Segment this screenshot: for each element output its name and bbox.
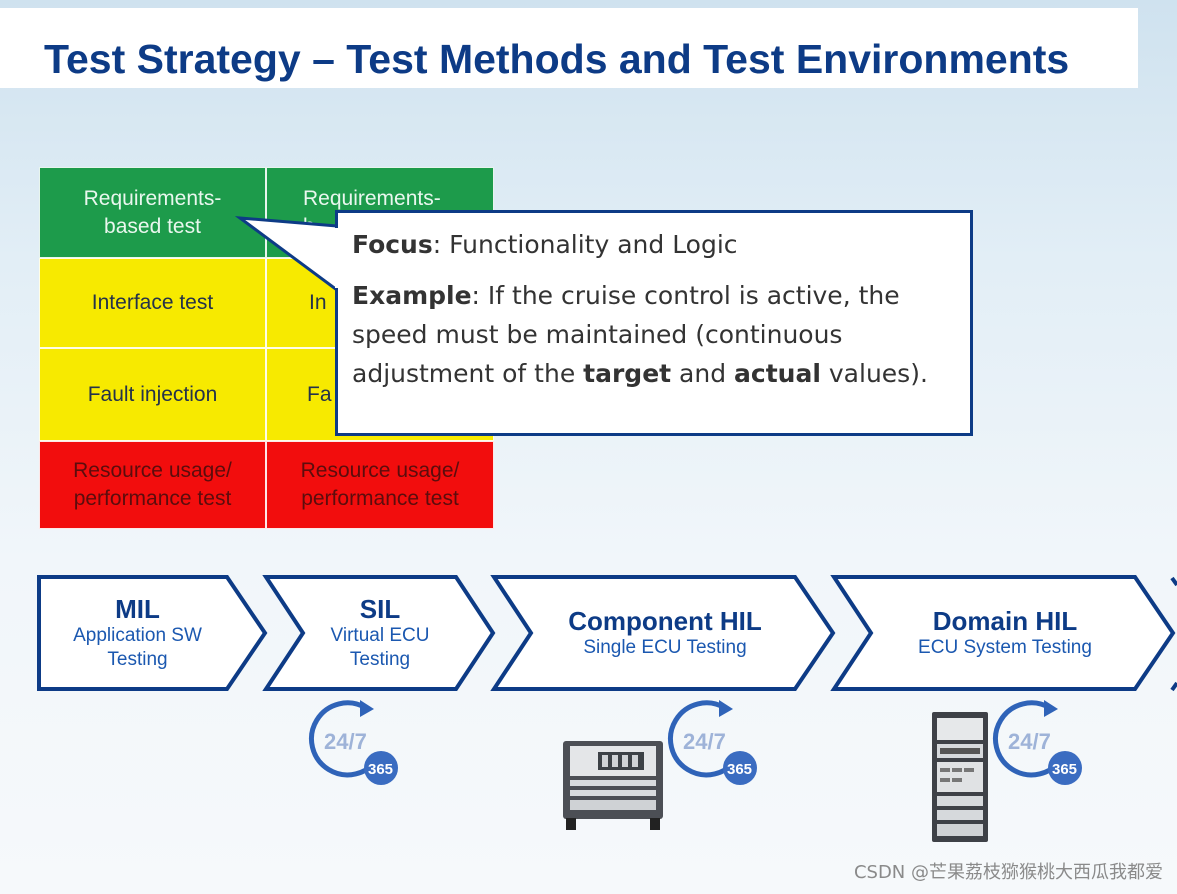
badge-main-text: 24/7 <box>324 729 367 754</box>
example-paragraph: Example: If the cruise control is active… <box>352 276 962 393</box>
chevron-domain-hil <box>830 575 1176 691</box>
pointer-join <box>335 228 339 288</box>
chevron-mil <box>37 575 268 691</box>
example-text-3: values). <box>820 359 928 388</box>
chevron-sil <box>262 575 496 691</box>
focus-line: Focus: Functionality and Logic <box>352 225 962 264</box>
stage-mil: MIL Application SW Testing <box>55 594 220 672</box>
focus-text: : Functionality and Logic <box>432 230 738 259</box>
target-word: target <box>583 359 672 388</box>
cell-text: Interface test <box>91 291 214 314</box>
actual-word: actual <box>734 359 821 388</box>
example-label: Example <box>352 281 472 310</box>
badge-small-text: 365 <box>368 761 393 778</box>
chevron-component-hil <box>490 575 836 691</box>
page-title: Test Strategy – Test Methods and Test En… <box>44 36 1070 82</box>
cell-text: In <box>309 291 327 314</box>
cell-text: Fa <box>307 382 332 406</box>
callout-text: Focus: Functionality and Logic Example: … <box>352 225 962 393</box>
hil-cabinet-icon <box>932 712 988 842</box>
focus-label: Focus <box>352 230 433 259</box>
stage-title: Domain HIL <box>932 606 1078 636</box>
title-bar: Test Strategy – Test Methods and Test En… <box>0 8 1138 88</box>
badge-small-text: 365 <box>727 761 752 778</box>
cell-text: Resource usage/ performance test <box>300 459 460 510</box>
availability-247-icon-3: 24/7 365 <box>995 700 1082 785</box>
cell-text: Fault injection <box>87 382 218 406</box>
stage-subtitle: Application SW Testing <box>73 625 202 670</box>
chevron-next-edge <box>1170 576 1177 587</box>
example-text-1: : If the cruise control is active, the s… <box>352 281 900 388</box>
matrix-cell-interface: Interface test <box>39 258 266 348</box>
example-text-2: and <box>671 359 735 388</box>
stage-component-hil: Component HIL Single ECU Testing <box>540 606 790 660</box>
stage-title: Component HIL <box>568 606 762 636</box>
stage-subtitle: Single ECU Testing <box>583 637 747 658</box>
stage-title: MIL <box>115 594 160 624</box>
badge-main-text: 24/7 <box>683 729 726 754</box>
stage-sil: SIL Virtual ECU Testing <box>300 594 460 672</box>
badge-main-text: 24/7 <box>1008 729 1051 754</box>
availability-247-icon-2: 24/7 365 <box>670 700 757 785</box>
callout-box: Focus: Functionality and Logic Example: … <box>335 210 973 436</box>
cell-text: Resource usage/ performance test <box>73 459 232 510</box>
matrix-cell-resource-usage: Resource usage/ performance test <box>39 441 266 529</box>
stage-subtitle: Virtual ECU Testing <box>330 625 430 670</box>
stage-subtitle: ECU System Testing <box>918 637 1092 658</box>
stage-title: SIL <box>359 594 401 624</box>
matrix-cell-requirements-based: Requirements- based test <box>39 167 266 258</box>
cell-text: Requirements- based test <box>83 186 222 238</box>
badge-small-text: 365 <box>1052 761 1077 778</box>
hil-rack-icon <box>563 741 663 830</box>
chevron-next-edge-2 <box>1170 681 1177 692</box>
availability-247-icon: 24/7 365 <box>311 700 398 785</box>
watermark: CSDN @芒果荔枝猕猴桃大西瓜我都爱 <box>853 862 1163 883</box>
matrix-cell-fault-injection: Fault injection <box>39 348 266 441</box>
stage-domain-hil: Domain HIL ECU System Testing <box>880 606 1130 660</box>
matrix-cell-resource-usage-2: Resource usage/ performance test <box>266 441 494 529</box>
